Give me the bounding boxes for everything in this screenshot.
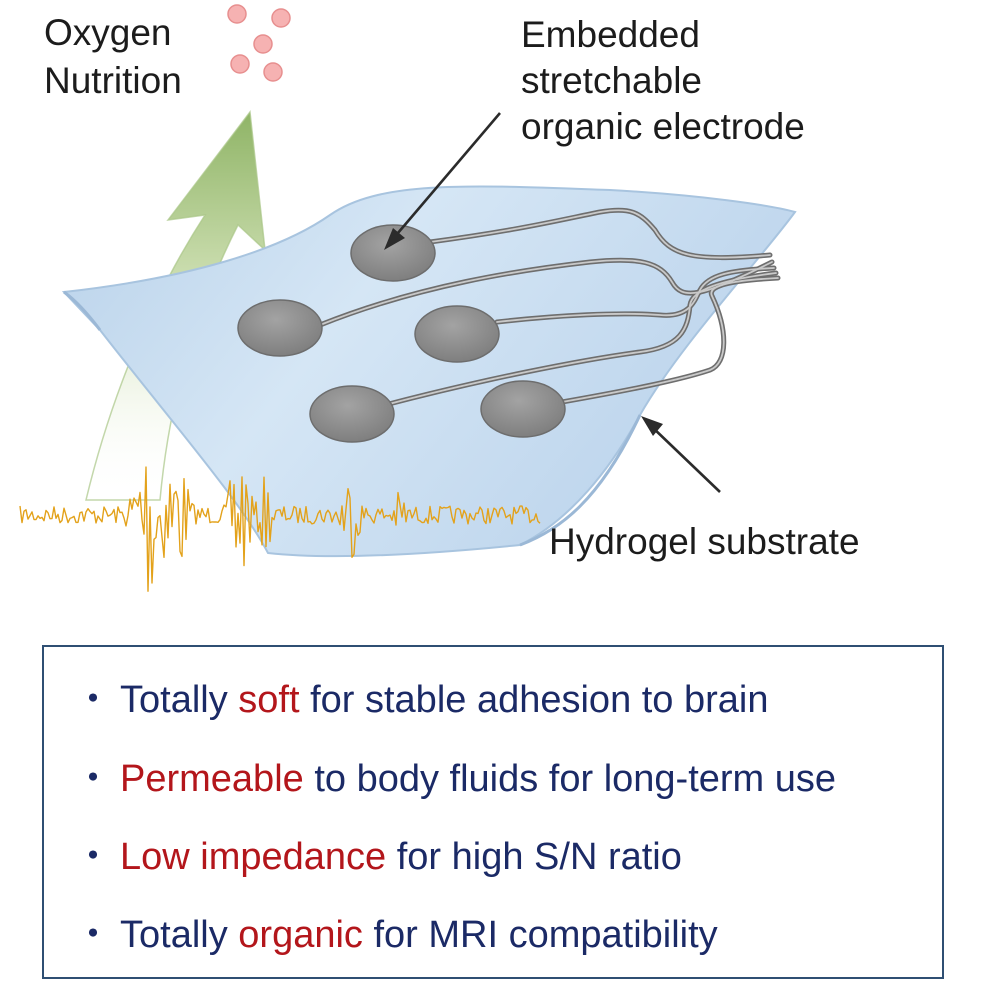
bubble [263, 62, 283, 82]
neural-signal-trace [19, 466, 541, 592]
substrate-edge [519, 414, 642, 547]
electrode-label: Embedded stretchable organic electrode [521, 12, 805, 150]
electrodes [237, 224, 566, 443]
bullet-icon: ・ [74, 758, 113, 800]
arrow-head-icon [641, 416, 663, 436]
electrode [350, 224, 436, 282]
substrate-edge [63, 290, 102, 331]
feature-text: Totally [120, 914, 239, 956]
bullet-icon: ・ [74, 679, 113, 721]
feature-item: ・Totally organic for MRI compatibility [74, 912, 718, 958]
electrode-diagram [19, 4, 797, 592]
feature-text: to body fluids for long-term use [303, 758, 837, 800]
feature-highlight: organic [238, 914, 363, 956]
electrode-pointer [391, 112, 501, 241]
feature-text: for MRI compatibility [362, 914, 718, 956]
feature-highlight: Permeable [120, 758, 304, 800]
feature-item: ・Low impedance for high S/N ratio [74, 834, 682, 880]
electrode-label-line: organic electrode [521, 106, 805, 147]
electrode-label-line: stretchable [521, 60, 702, 101]
bubble [227, 4, 247, 24]
electrode [309, 385, 395, 443]
feature-item: ・Totally soft for stable adhesion to bra… [74, 677, 769, 723]
wires [317, 207, 781, 408]
pointer-arrows [384, 112, 721, 493]
electrode [414, 305, 500, 363]
electrode [480, 380, 566, 438]
arrow-head-icon [384, 228, 405, 250]
feature-highlight: soft [238, 679, 300, 721]
feature-text: for stable adhesion to brain [299, 679, 769, 721]
bullet-icon: ・ [74, 836, 113, 878]
oxygen-label: Oxygen [44, 12, 172, 53]
feature-text: Totally [120, 679, 239, 721]
hydrogel-substrate [61, 185, 797, 558]
feature-item: ・Permeable to body fluids for long-term … [74, 756, 836, 802]
electrode [237, 299, 323, 357]
feature-text: for high S/N ratio [386, 836, 682, 878]
bubbles [227, 4, 291, 82]
bubble [253, 34, 273, 54]
bubble [271, 8, 291, 28]
substrate-label: Hydrogel substrate [549, 521, 860, 562]
bubble [230, 54, 250, 74]
feature-highlight: Low impedance [120, 836, 387, 878]
substrate-pointer [649, 424, 721, 493]
feature-list-box: ・Totally soft for stable adhesion to bra… [42, 645, 944, 979]
electrode-label-line: Embedded [521, 14, 700, 55]
nutrition-label: Nutrition [44, 60, 182, 101]
bullet-icon: ・ [74, 914, 113, 956]
